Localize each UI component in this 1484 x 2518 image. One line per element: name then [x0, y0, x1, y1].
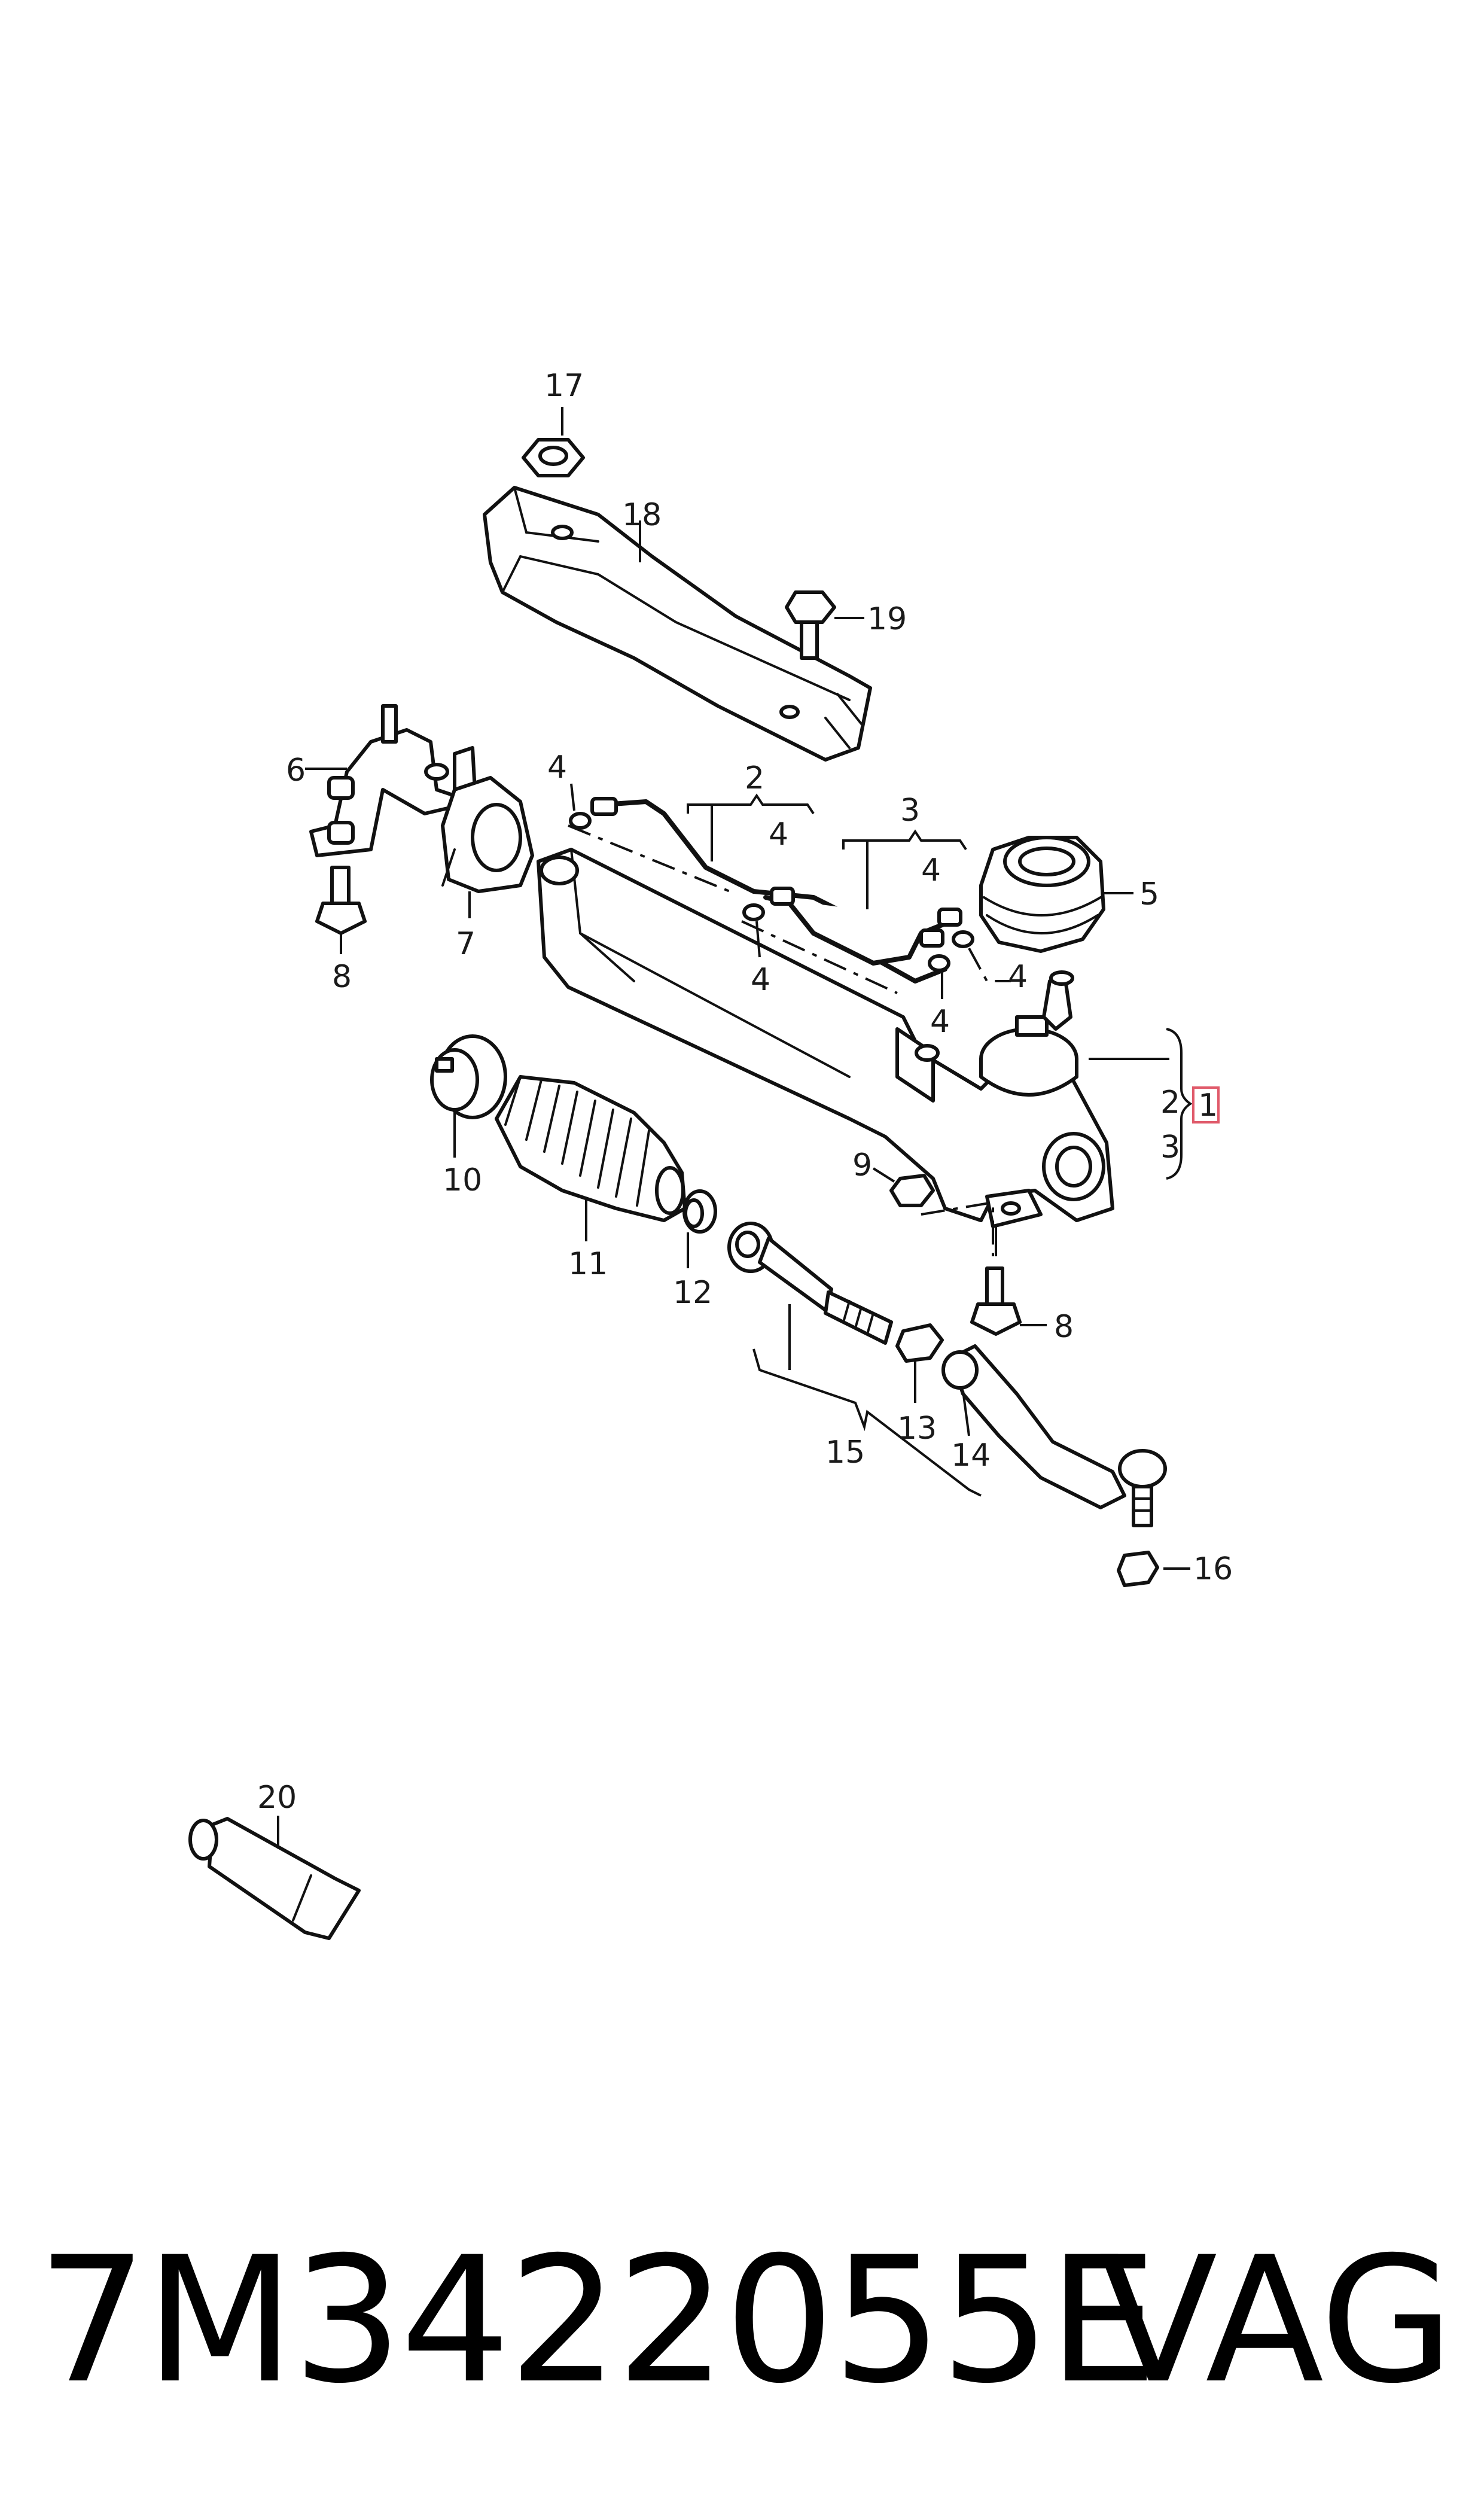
part-17-nut [522, 407, 585, 477]
callout-15: 15 [825, 1435, 865, 1470]
callout-14: 14 [951, 1438, 991, 1473]
part-12-clamp [682, 1189, 717, 1268]
part-11-boot [495, 1075, 687, 1241]
part-4-seals [569, 783, 1011, 999]
callout-7: 7 [456, 926, 476, 962]
callout-12: 12 [673, 1275, 712, 1311]
part-5-cover [979, 836, 1133, 953]
callout-2-right: 2 [1160, 1085, 1180, 1121]
callout-1: 1 [1198, 1088, 1218, 1123]
brand-name: VAG [1099, 2220, 1454, 2422]
part-15-tie-rod [727, 1222, 982, 1497]
part-8-bolt-left [315, 866, 367, 954]
callout-4-e: 4 [1008, 959, 1028, 995]
part-8-bolt-right [970, 1226, 1047, 1336]
part-19-bolt [785, 590, 864, 660]
part-1-steering-rack-assembly [537, 848, 1169, 1256]
callout-4-b: 4 [769, 817, 788, 852]
part-7-rubber-bush [441, 776, 534, 918]
callout-20: 20 [257, 1780, 297, 1816]
bracket-3-top [842, 829, 967, 851]
part-number: 7M3422055E [37, 2220, 1157, 2422]
callout-3-top: 3 [900, 793, 920, 829]
footer-caption: 7M3422055E VAG [0, 2213, 1484, 2429]
callout-3-right: 3 [1160, 1129, 1180, 1165]
part-13-nut [895, 1323, 944, 1403]
callout-17: 17 [544, 368, 584, 404]
part-6-bracket [305, 704, 477, 857]
part-2-3-pipe-lines [568, 797, 962, 994]
part-20-grease-tube [188, 1816, 361, 1940]
callout-6: 6 [286, 753, 306, 788]
callout-4-d: 4 [751, 962, 770, 998]
callout-4-a: 4 [547, 750, 567, 785]
callout-10: 10 [443, 1162, 482, 1198]
callout-1-highlight [1192, 1086, 1220, 1123]
callout-8-left: 8 [332, 959, 352, 995]
part-18-heat-shield [483, 486, 872, 762]
callout-4-f: 4 [930, 1004, 950, 1040]
callout-11: 11 [568, 1246, 608, 1282]
callout-19: 19 [867, 601, 907, 637]
callout-8-right: 8 [1054, 1309, 1074, 1345]
callout-2-top: 2 [745, 760, 764, 796]
part-9-nut [872, 1167, 935, 1207]
callout-18: 18 [622, 497, 662, 533]
callout-9: 9 [852, 1147, 872, 1183]
part-14-tie-rod-end [941, 1344, 1167, 1527]
callout-16: 16 [1193, 1551, 1233, 1587]
callout-4-c: 4 [921, 852, 941, 888]
part-10-clamp [430, 1034, 507, 1158]
callout-5: 5 [1139, 876, 1159, 912]
bracket-2-top [687, 793, 815, 815]
bracket-1-right [1166, 1028, 1193, 1180]
callout-13: 13 [897, 1411, 937, 1447]
part-16-nut [1117, 1551, 1190, 1587]
